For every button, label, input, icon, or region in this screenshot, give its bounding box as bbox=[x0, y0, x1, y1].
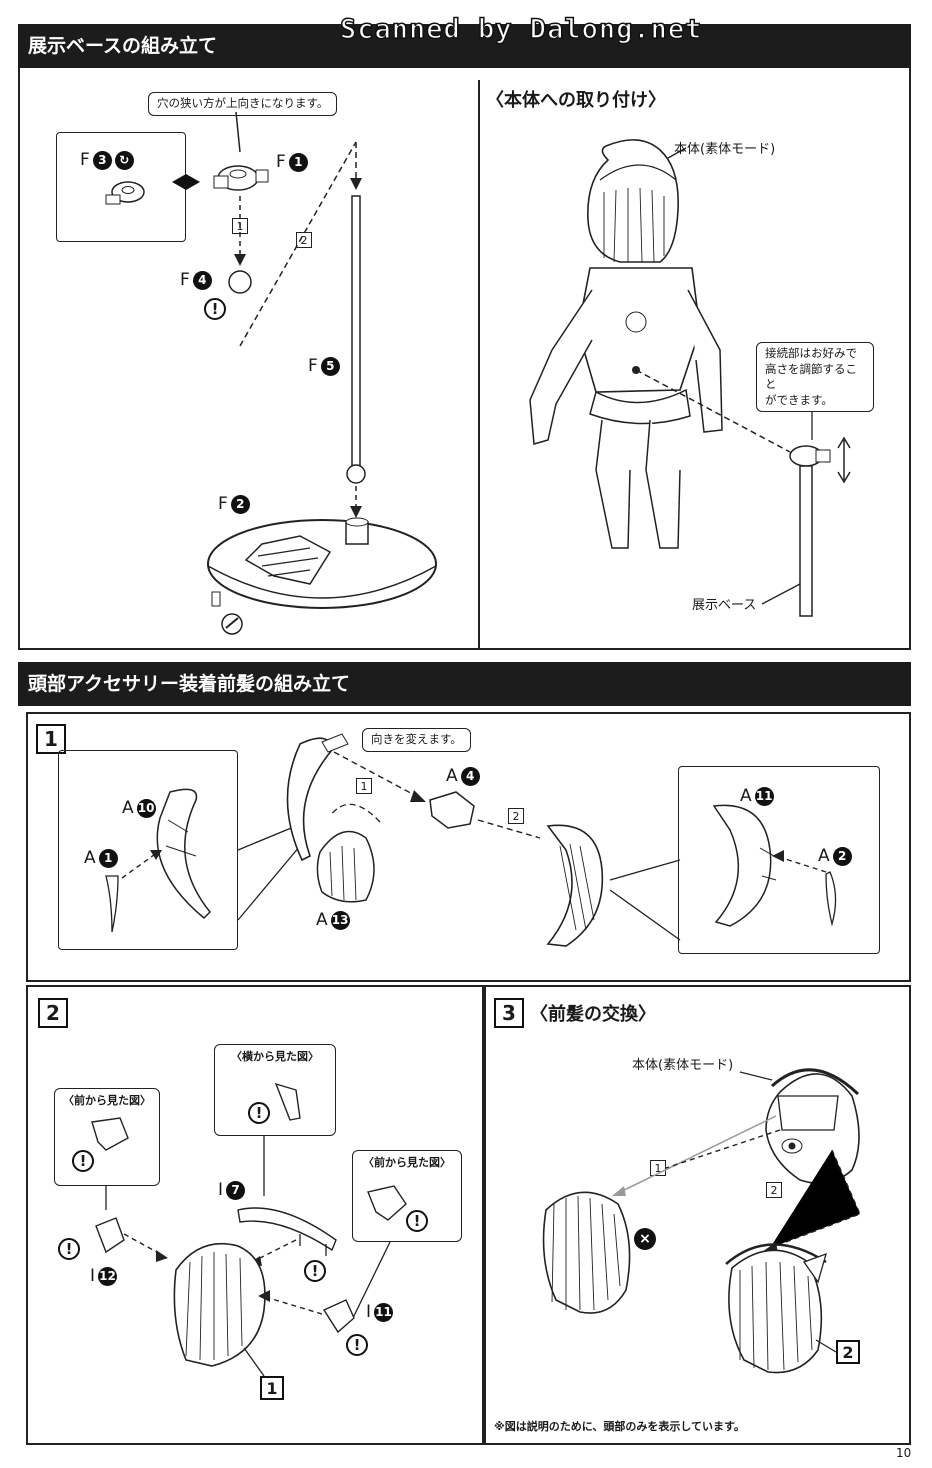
warning-icon: ! bbox=[72, 1150, 94, 1172]
orientation-callout: 向きを変えます。 bbox=[362, 728, 471, 752]
section-header-bangs: 頭部アクセサリー装着前髪の組み立て bbox=[18, 662, 911, 706]
section-title: 頭部アクセサリー装着前髪の組み立て bbox=[28, 672, 351, 695]
display-base-label: 展示ベース bbox=[692, 598, 757, 613]
bangs-swap-title: 〈前髪の交換〉 bbox=[530, 1004, 656, 1025]
warning-icon: ! bbox=[58, 1238, 80, 1260]
bangs-step1-illustration bbox=[105, 733, 837, 947]
warning-icon: ! bbox=[406, 1210, 428, 1232]
remove-icon: × bbox=[634, 1228, 656, 1250]
hole-orientation-callout: 穴の狭い方が上向きになります。 bbox=[148, 92, 338, 116]
page-number: 10 bbox=[896, 1446, 912, 1460]
body-mode-label: 本体(素体モード) bbox=[632, 1058, 734, 1073]
display-base-illustration bbox=[105, 111, 851, 635]
section-title: 展示ベースの組み立て bbox=[28, 34, 218, 57]
sequence-2: 2 bbox=[766, 1182, 782, 1198]
illustration-note: ※図は説明のために、頭部のみを表示しています。 bbox=[494, 1420, 745, 1433]
scan-watermark: Scanned by Dalong.net bbox=[339, 13, 703, 46]
step-3-badge: 3 bbox=[494, 998, 524, 1028]
height-adjust-callout: 接続部はお好みで 高さを調節すること ができます。 bbox=[756, 342, 874, 413]
sequence-1: 1 bbox=[356, 778, 372, 794]
step1-left-detail bbox=[58, 750, 238, 950]
mounting-title: 〈本体への取り付け〉 bbox=[486, 90, 666, 111]
step2-panel bbox=[26, 985, 484, 1445]
warning-icon: ! bbox=[248, 1102, 270, 1124]
sequence-2: 2 bbox=[508, 808, 524, 824]
section-header-display-base: 展示ベースの組み立て bbox=[18, 24, 911, 68]
step-1-badge: 1 bbox=[36, 724, 66, 754]
warning-icon: ! bbox=[204, 298, 226, 320]
body-mode-label: 本体(素体モード) bbox=[674, 142, 776, 157]
step3-panel bbox=[484, 985, 911, 1445]
assembly-ref-1: 1 bbox=[260, 1376, 284, 1400]
section1-divider bbox=[478, 80, 480, 648]
step-2-badge: 2 bbox=[38, 998, 68, 1028]
spin-icon: ↻ bbox=[114, 150, 134, 170]
step1-panel bbox=[26, 712, 911, 982]
side-view-box: 〈横から見た図〉 bbox=[214, 1044, 336, 1136]
assembly-ref-2: 2 bbox=[836, 1340, 860, 1364]
warning-icon: ! bbox=[346, 1334, 368, 1356]
warning-icon: ! bbox=[304, 1260, 326, 1282]
